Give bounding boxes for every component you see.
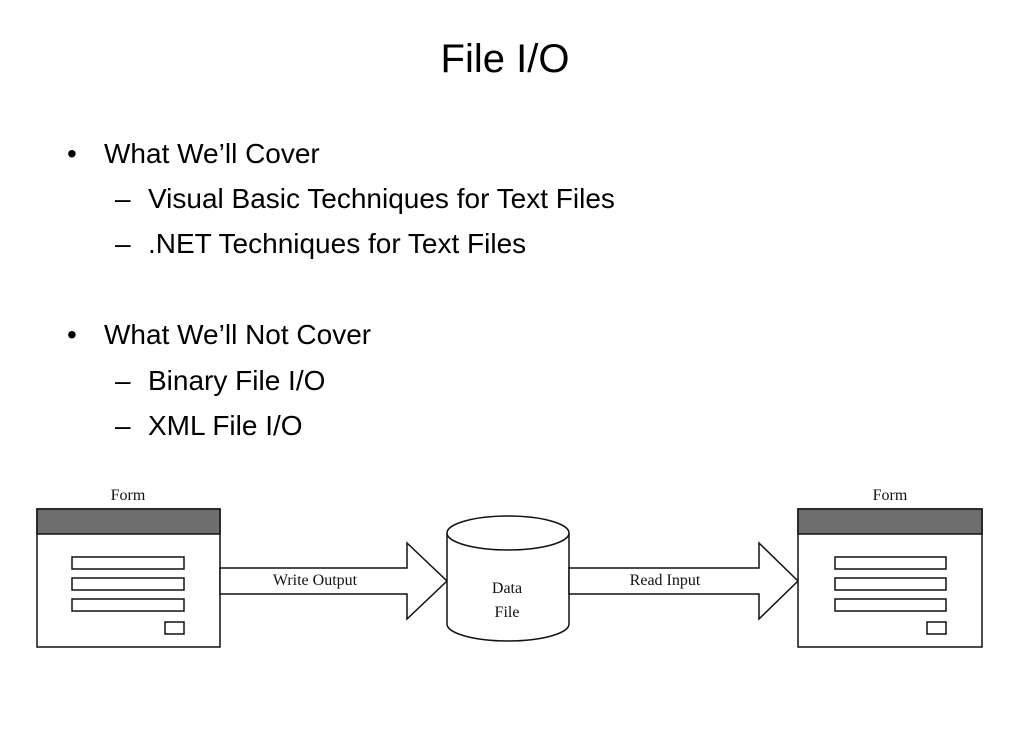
right-form-textbox	[834, 598, 947, 612]
left-form-button	[164, 621, 185, 635]
data-file-label-line1: Data	[492, 580, 522, 597]
sub-bullet-text: Visual Basic Techniques for Text Files	[148, 183, 615, 214]
right-form-label: Form	[873, 487, 908, 504]
sub-bullet-marker: –	[115, 228, 131, 259]
cylinder-top	[446, 515, 570, 551]
right-form-textbox	[834, 556, 947, 570]
data-file-cylinder: Data File	[446, 515, 570, 642]
sub-bullet-item: – XML File I/O	[115, 409, 303, 443]
right-form-title-bar	[797, 508, 983, 535]
left-form-label: Form	[111, 487, 146, 504]
write-arrow-shape	[219, 541, 449, 621]
bullet-item: • What We’ll Not Cover	[67, 318, 372, 352]
right-form-window: Form	[797, 487, 983, 648]
sub-bullet-item: – .NET Techniques for Text Files	[115, 227, 527, 261]
read-arrow-shape	[568, 541, 800, 621]
sub-bullet-text: Binary File I/O	[148, 365, 326, 396]
bullet-item: • What We’ll Cover	[67, 137, 320, 171]
sub-bullet-text: .NET Techniques for Text Files	[148, 228, 527, 259]
left-form-window: Form	[36, 487, 221, 648]
cylinder-body	[446, 533, 570, 642]
read-arrow-label: Read Input	[630, 572, 701, 589]
write-output-arrow: Write Output	[219, 541, 449, 621]
right-form-button	[926, 621, 947, 635]
bullet-marker: •	[67, 138, 77, 169]
sub-bullet-marker: –	[115, 183, 131, 214]
sub-bullet-marker: –	[115, 410, 131, 441]
left-form-title-bar	[36, 508, 221, 535]
slide-title: File I/O	[440, 37, 570, 81]
left-form-textbox	[71, 556, 185, 570]
bullet-marker: •	[67, 319, 77, 350]
sub-bullet-marker: –	[115, 365, 131, 396]
sub-bullet-text: XML File I/O	[148, 410, 303, 441]
write-arrow-label: Write Output	[273, 572, 358, 589]
left-form-textbox	[71, 577, 185, 591]
bullet-text: What We’ll Cover	[104, 138, 320, 169]
bullet-text: What We’ll Not Cover	[104, 319, 372, 350]
left-form-textbox	[71, 598, 185, 612]
data-file-label-line2: File	[495, 604, 520, 621]
read-input-arrow: Read Input	[568, 541, 800, 621]
sub-bullet-item: – Binary File I/O	[115, 364, 326, 398]
sub-bullet-item: – Visual Basic Techniques for Text Files	[115, 182, 615, 216]
right-form-textbox	[834, 577, 947, 591]
